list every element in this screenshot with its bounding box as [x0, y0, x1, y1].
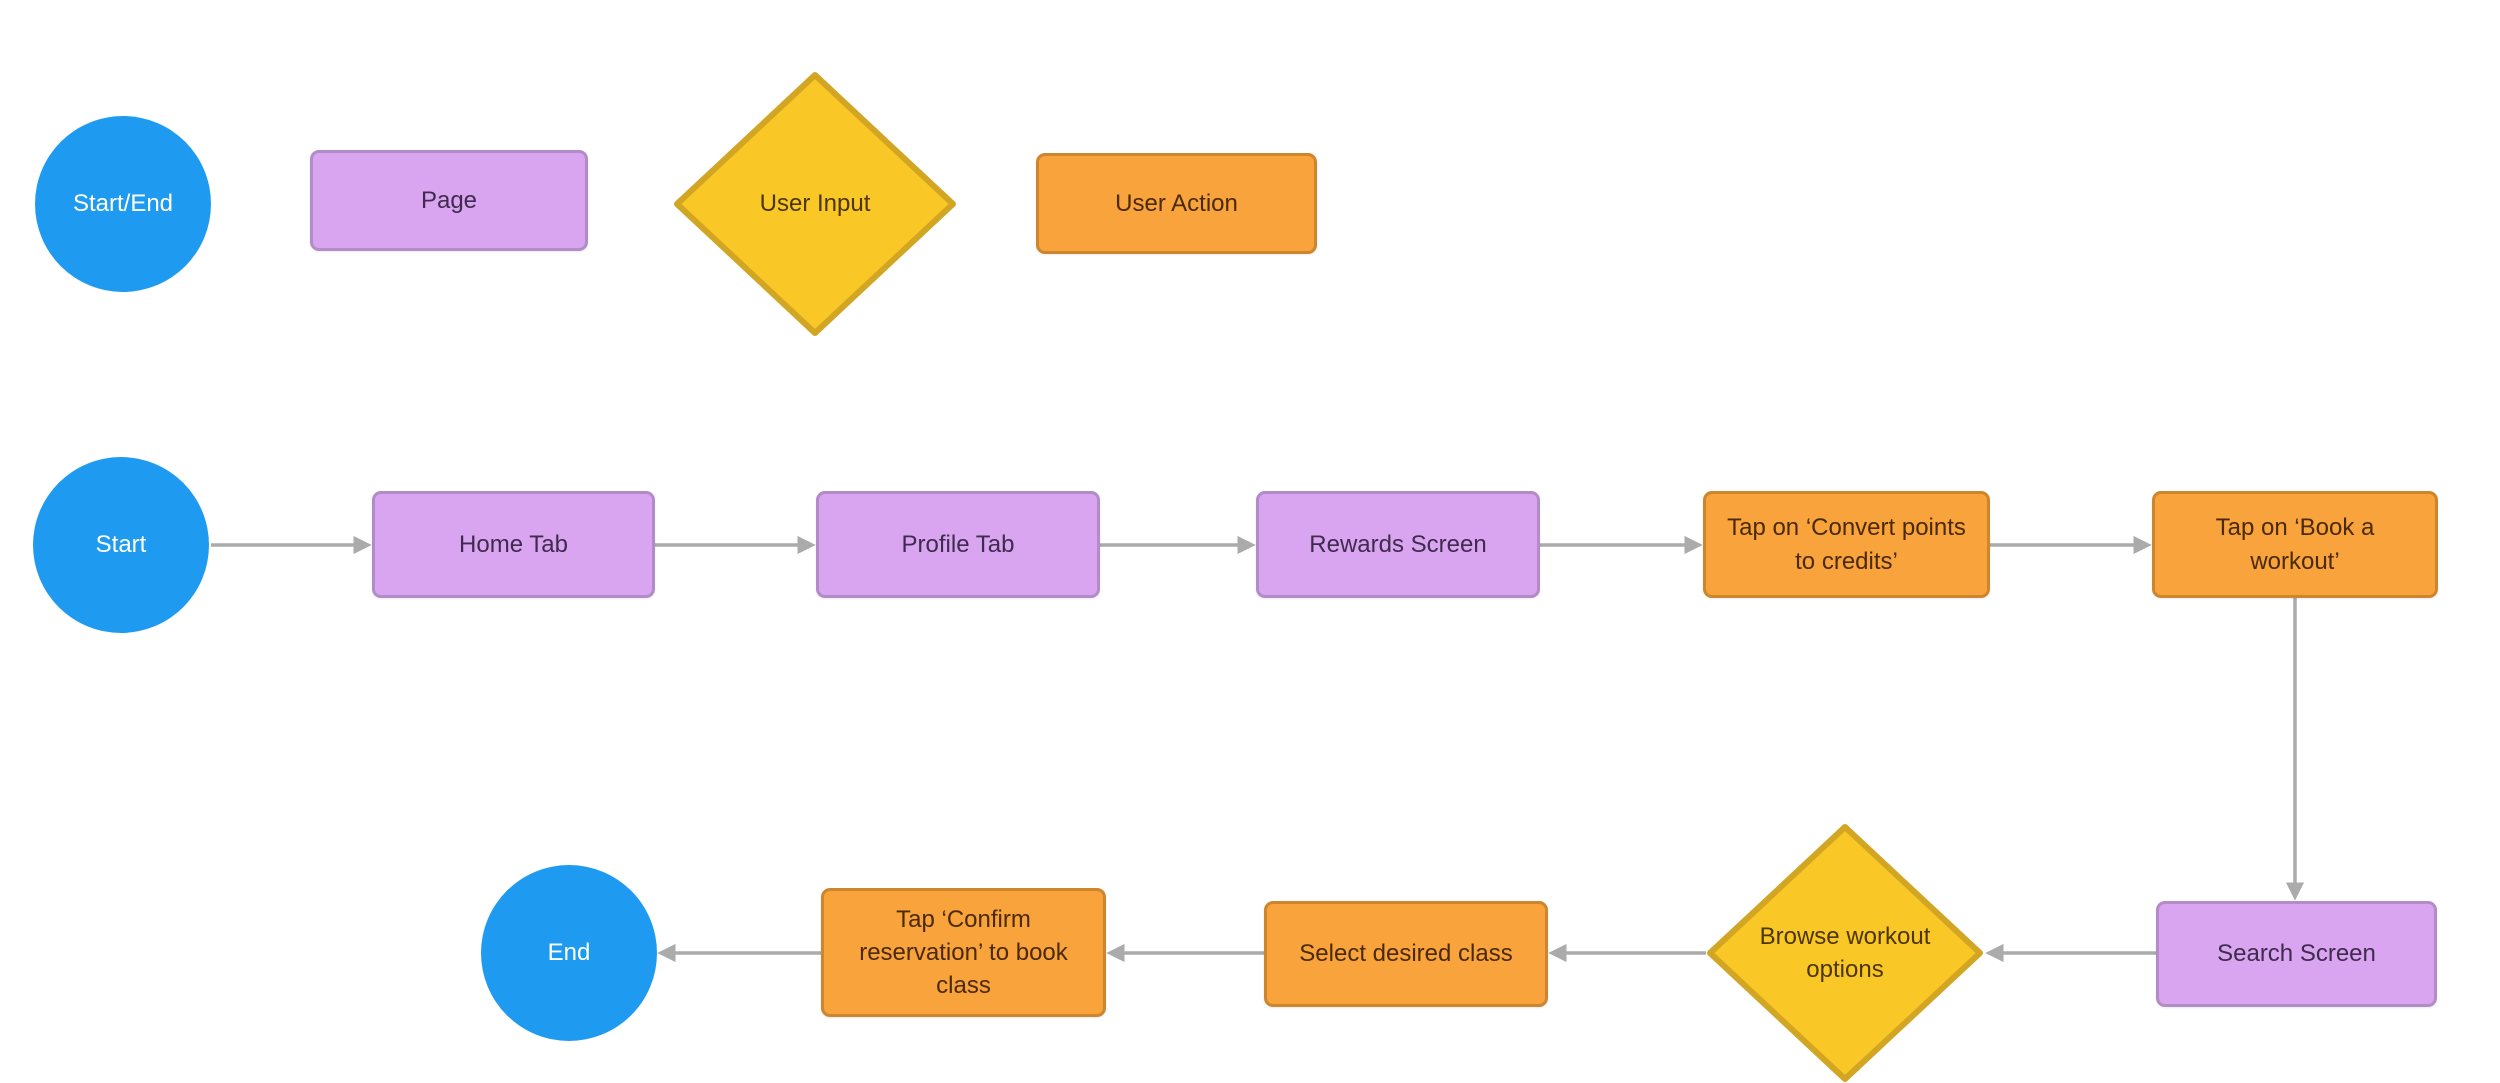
node-search-screen-label: Search Screen: [2217, 940, 2376, 968]
legend-user-action-shape[interactable]: User Action: [1036, 153, 1317, 254]
node-confirm-reservation[interactable]: Tap ‘Confirm reservation’ to book class: [821, 888, 1106, 1017]
node-search-screen[interactable]: Search Screen: [2156, 901, 2437, 1007]
node-home-tab[interactable]: Home Tab: [372, 491, 655, 598]
node-browse-options[interactable]: Browse workout options: [1705, 822, 1985, 1083]
node-select-class[interactable]: Select desired class: [1264, 901, 1548, 1007]
node-start-label: Start: [95, 531, 147, 559]
node-end[interactable]: End: [481, 865, 657, 1041]
node-convert-points[interactable]: Tap on ‘Convert points to credits’: [1703, 491, 1990, 598]
node-book-workout[interactable]: Tap on ‘Book a workout’: [2152, 491, 2438, 598]
legend-user-input-shape[interactable]: User Input: [672, 70, 958, 338]
diamond-icon: [1707, 824, 1983, 1082]
node-convert-points-label: Tap on ‘Convert points to credits’: [1727, 514, 1966, 575]
legend-user-input-label: User Input: [759, 190, 871, 218]
node-profile-tab[interactable]: Profile Tab: [816, 491, 1100, 598]
node-home-tab-label: Home Tab: [459, 530, 568, 558]
node-profile-tab-label: Profile Tab: [901, 530, 1015, 558]
node-book-workout-label: Tap on ‘Book a workout’: [2215, 514, 2375, 575]
node-rewards-screen-label: Rewards Screen: [1309, 530, 1487, 558]
node-end-label: End: [547, 939, 591, 967]
legend-user-action-label: User Action: [1115, 189, 1238, 217]
legend-page-shape[interactable]: Page: [310, 150, 588, 251]
node-start[interactable]: Start: [33, 457, 209, 633]
legend-start-end-label: Start/End: [72, 190, 174, 218]
legend-start-end-shape[interactable]: Start/End: [35, 116, 211, 292]
node-browse-options-label: Browse workout options: [1759, 922, 1931, 983]
node-rewards-screen[interactable]: Rewards Screen: [1256, 491, 1540, 598]
diamond-icon: [674, 72, 956, 336]
node-confirm-reservation-label: Tap ‘Confirm reservation’ to book class: [859, 905, 1068, 1000]
legend-page-label: Page: [420, 186, 478, 214]
node-select-class-label: Select desired class: [1299, 940, 1513, 968]
